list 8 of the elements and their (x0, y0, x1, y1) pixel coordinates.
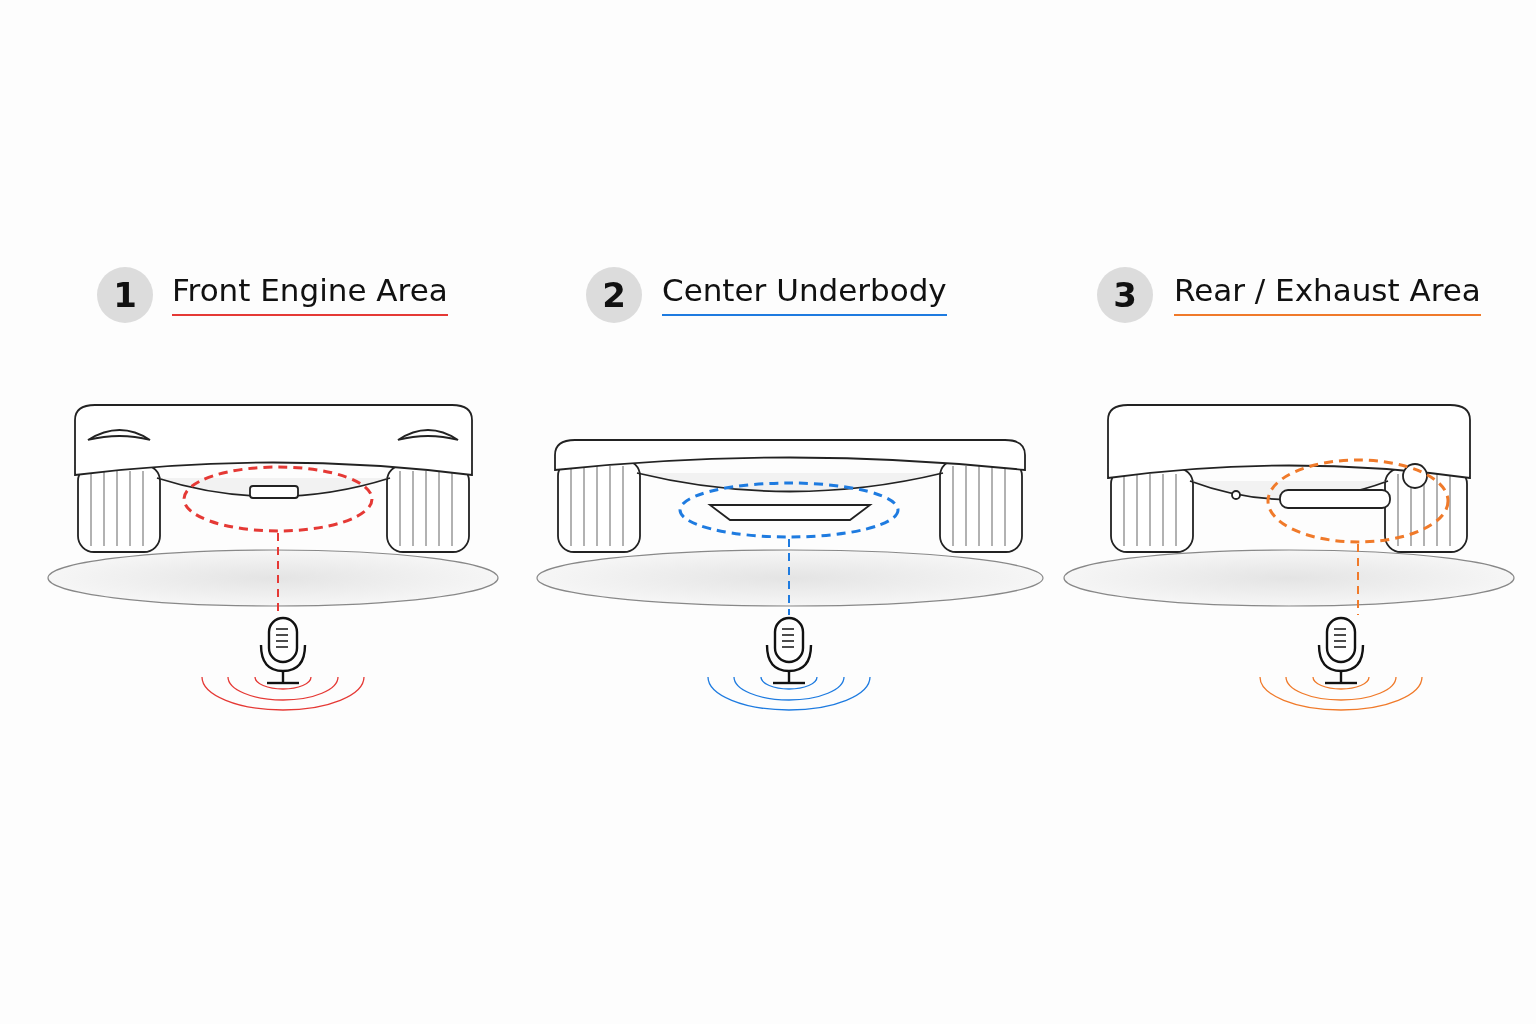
leader-line (1357, 543, 1359, 616)
number-badge: 2 (586, 267, 642, 323)
section-heading: Front Engine Area (172, 272, 448, 316)
section-heading: Center Underbody (662, 272, 947, 316)
number-badge: 3 (1097, 267, 1153, 323)
section-heading: Rear / Exhaust Area (1174, 272, 1481, 316)
number-badge: 1 (97, 267, 153, 323)
leader-line (788, 538, 790, 616)
